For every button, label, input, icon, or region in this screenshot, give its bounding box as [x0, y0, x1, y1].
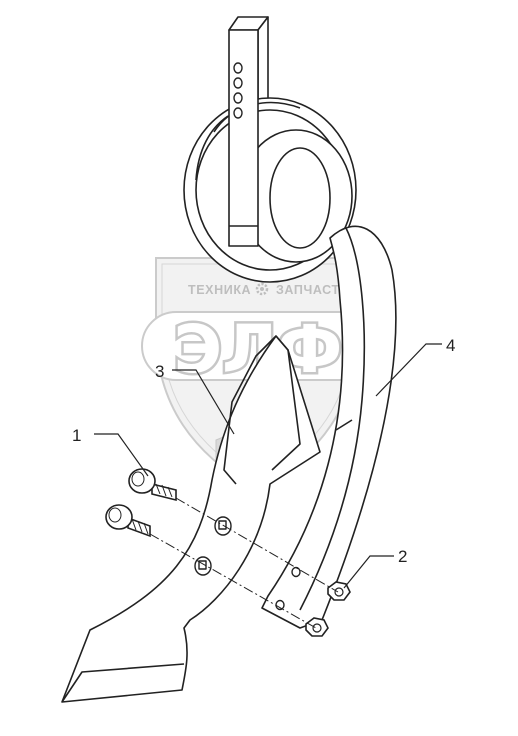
watermark-text-left: ТЕХНИКА — [188, 283, 251, 297]
watermark-text-right: ЗАПЧАСТИ — [276, 283, 349, 297]
callout-label-1: 1 — [72, 426, 81, 445]
callout-label-3: 3 — [155, 362, 164, 381]
coil-spring — [183, 97, 357, 283]
bolt-lower — [105, 504, 151, 538]
callout-2: 2 — [343, 547, 407, 589]
callout-1: 1 — [72, 426, 149, 477]
shank-front — [228, 29, 259, 247]
shank-holes — [233, 62, 243, 119]
bolt-upper — [128, 468, 177, 502]
callout-4: 4 — [375, 336, 455, 397]
nut-lower — [305, 617, 329, 637]
gear-icon — [255, 282, 269, 296]
tine-holes — [275, 566, 301, 611]
callout-label-2: 2 — [398, 547, 407, 566]
callout-3: 3 — [155, 362, 235, 435]
callout-label-4: 4 — [446, 336, 455, 355]
blade — [61, 335, 321, 703]
assembly-lines — [149, 497, 339, 629]
